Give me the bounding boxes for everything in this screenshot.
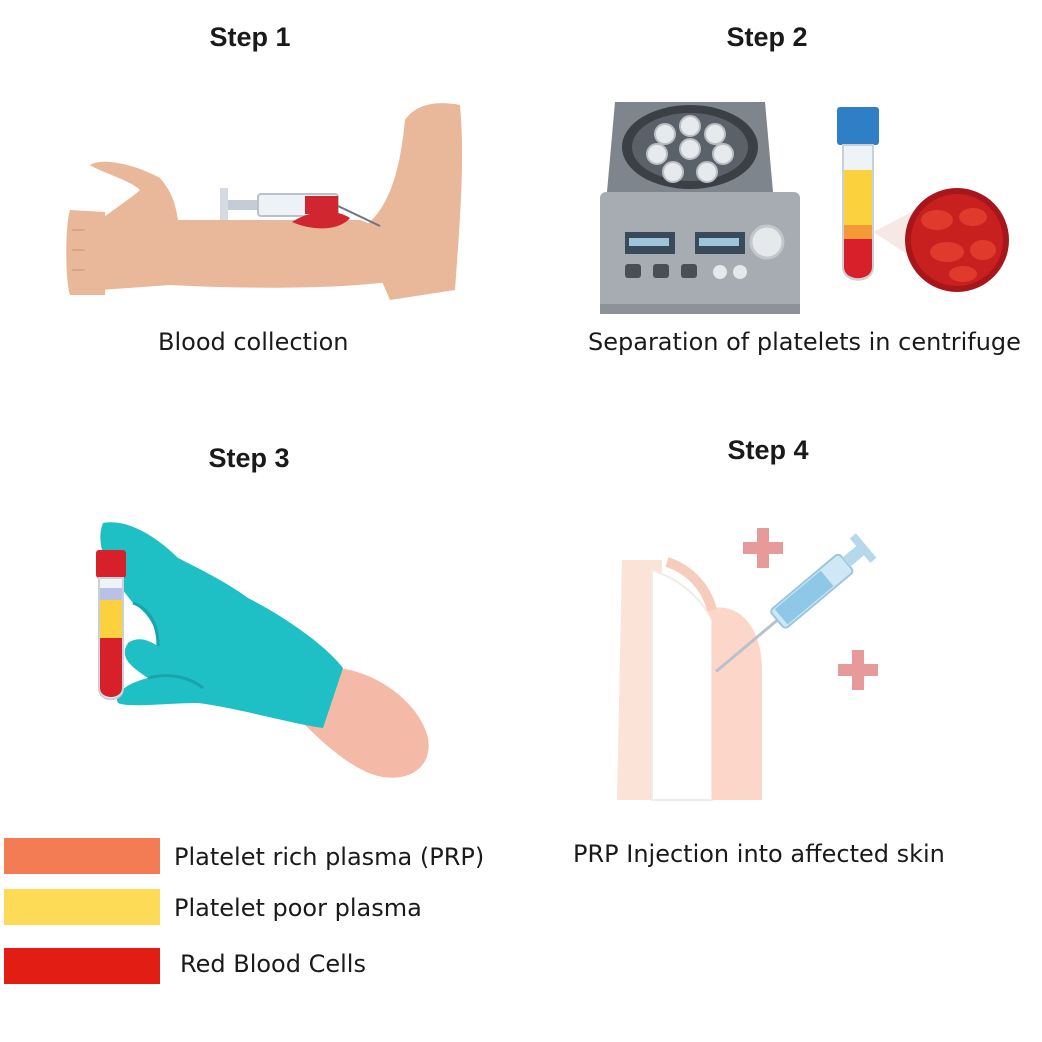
centrifuge-icon <box>600 102 1009 314</box>
step-1-caption: Blood collection <box>158 328 349 356</box>
step-2-title: Step 2 <box>726 22 808 52</box>
shoulder-injection-icon <box>617 528 878 801</box>
legend-swatch-prp <box>4 838 160 874</box>
legend-label-rbc: Red Blood Cells <box>180 950 366 978</box>
step-4-caption: PRP Injection into affected skin <box>573 840 945 868</box>
step-3-title: Step 3 <box>208 443 290 473</box>
gloved-hand-tube-icon <box>96 522 429 778</box>
legend-label-ppp: Platelet poor plasma <box>174 894 422 922</box>
step-2-caption: Separation of platelets in centrifuge <box>588 328 1021 356</box>
legend-swatch-ppp <box>4 889 160 925</box>
arm-blood-draw-icon <box>66 103 463 300</box>
legend-label-prp: Platelet rich plasma (PRP) <box>174 843 485 871</box>
step-1-title: Step 1 <box>209 22 291 52</box>
legend-swatch-rbc <box>4 948 160 984</box>
step-4-title: Step 4 <box>727 435 809 465</box>
